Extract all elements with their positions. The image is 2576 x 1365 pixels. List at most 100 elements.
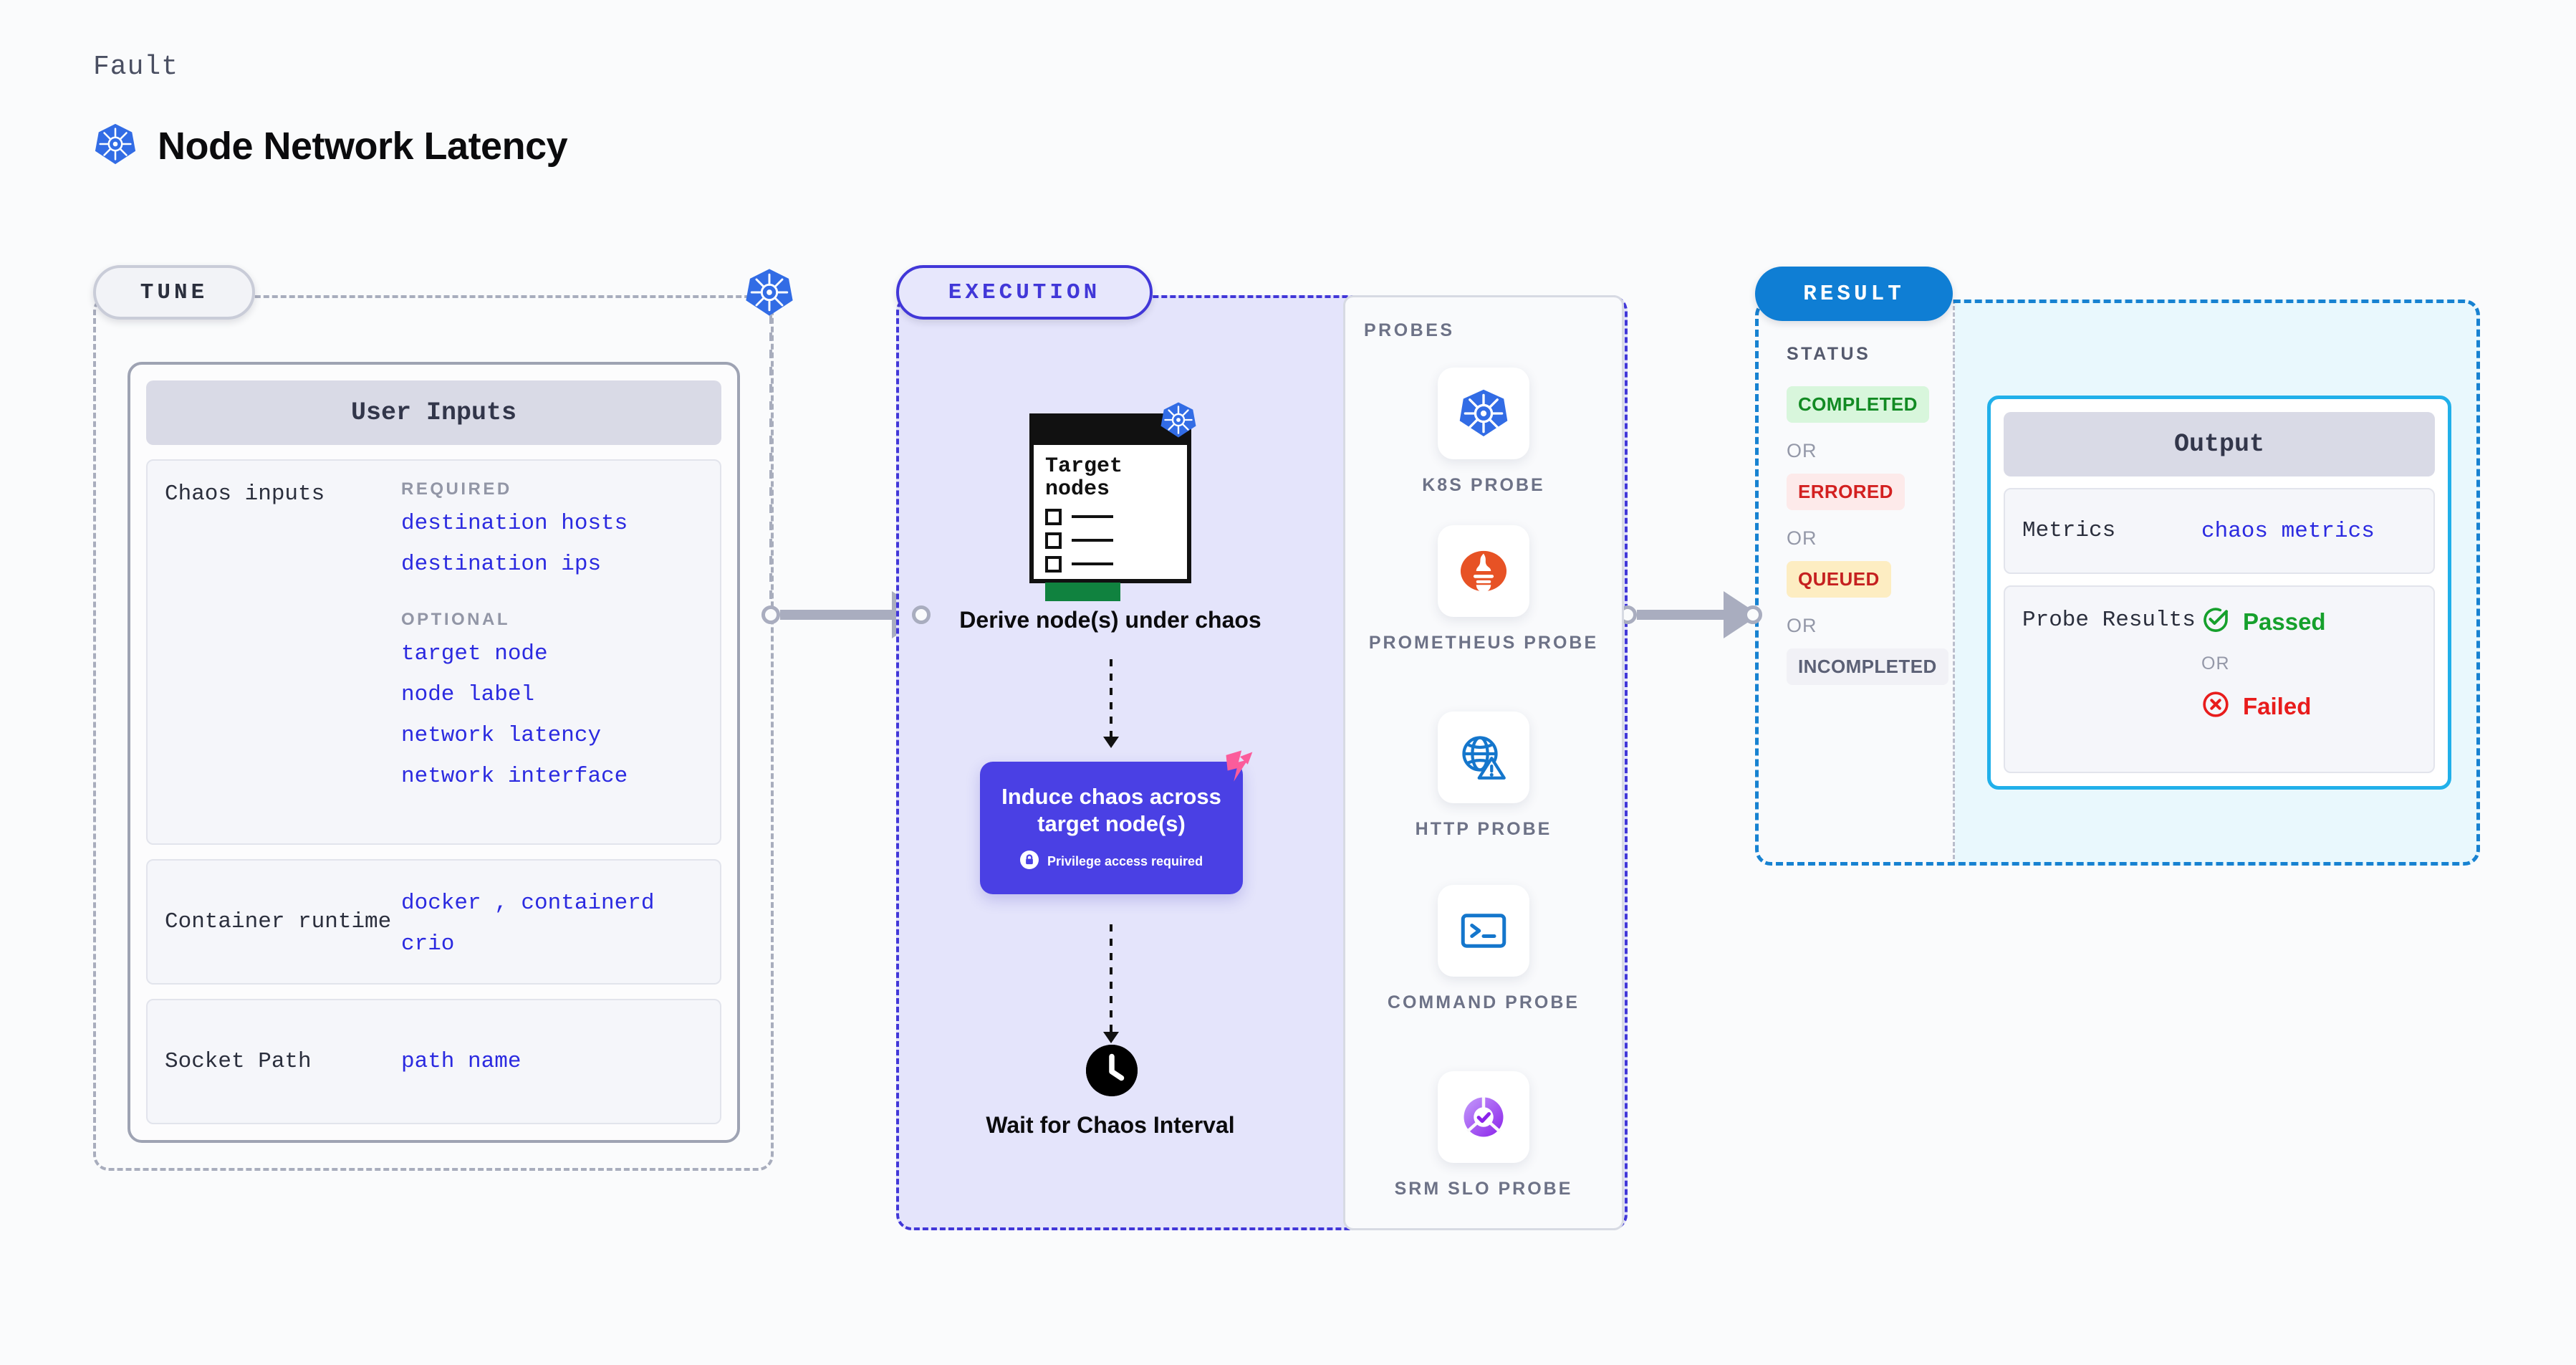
probe-srm-slo[interactable]: SRM SLO PROBE <box>1345 1071 1622 1202</box>
target-node-item <box>1045 508 1176 525</box>
privilege-access-note: Privilege access required <box>1019 850 1203 873</box>
kubernetes-icon <box>744 267 795 322</box>
result-section-boundary <box>1755 300 2480 866</box>
chaos-inputs-row: Chaos inputs REQUIRED destination hosts … <box>146 459 721 845</box>
socket-path-value[interactable]: path name <box>401 1049 522 1074</box>
harness-icon <box>1221 747 1259 788</box>
target-card-titlebar <box>1034 418 1187 445</box>
socket-path-key: Socket Path <box>165 1048 312 1074</box>
srm-slo-icon <box>1438 1071 1529 1163</box>
metrics-value[interactable]: chaos metrics <box>2201 518 2375 544</box>
target-node-item <box>1045 532 1176 549</box>
target-node-item <box>1045 555 1176 573</box>
arrow-line <box>1110 924 1112 1032</box>
user-inputs-card: User Inputs Chaos inputs REQUIRED destin… <box>128 362 740 1143</box>
probe-command[interactable]: COMMAND PROBE <box>1345 885 1622 1015</box>
connector-dot-start <box>761 605 780 624</box>
fault-eyebrow-label: Fault <box>93 52 179 82</box>
arrow-tip <box>1103 1032 1119 1043</box>
metrics-key: Metrics <box>2022 518 2116 544</box>
probe-command-label: COMMAND PROBE <box>1387 992 1580 1012</box>
connector-bar <box>1637 610 1726 620</box>
status-caption: STATUS <box>1787 344 1871 364</box>
page-title: Node Network Latency <box>158 124 568 168</box>
prometheus-icon <box>1438 525 1529 617</box>
kubernetes-icon <box>1438 368 1529 459</box>
induce-chaos-label: Induce chaos across target node(s) <box>1001 784 1221 836</box>
probe-http-label: HTTP PROBE <box>1415 819 1552 839</box>
status-badge-errored: ERRORED <box>1787 474 1905 510</box>
tune-section-boundary <box>93 295 774 1171</box>
placeholder-line <box>1072 515 1113 519</box>
flow-arrow-down <box>1103 659 1119 748</box>
output-title: Output <box>2004 412 2435 476</box>
connector-dot-end <box>1744 605 1762 624</box>
placeholder-line <box>1072 539 1113 542</box>
input-network-latency[interactable]: network latency <box>401 723 602 748</box>
probe-http[interactable]: HTTP PROBE <box>1345 712 1622 842</box>
input-node-label[interactable]: node label <box>401 682 535 707</box>
induce-chaos-step: Induce chaos across target node(s) Privi… <box>980 762 1243 894</box>
terminal-icon <box>1438 885 1529 977</box>
status-badge-incompleted: INCOMPLETED <box>1787 648 1948 685</box>
connector-dot-end <box>912 605 931 624</box>
kubernetes-icon <box>1159 401 1198 443</box>
probe-prometheus[interactable]: PROMETHEUS PROBE <box>1345 525 1622 656</box>
check-circle-icon <box>2201 605 2230 638</box>
or-separator: OR <box>2201 653 2230 674</box>
target-nodes-card: Target nodes <box>1029 413 1191 601</box>
flow-arrow-down <box>1103 924 1119 1043</box>
status-badge-queued: QUEUED <box>1787 561 1891 598</box>
chaos-inputs-key: Chaos inputs <box>165 482 325 507</box>
runtime-crio[interactable]: crio <box>401 931 455 957</box>
probes-caption: PROBES <box>1364 320 1455 340</box>
submit-bar-icon <box>1045 582 1120 601</box>
globe-warning-icon <box>1438 712 1529 803</box>
connector-bar <box>780 610 895 620</box>
probe-results-key: Probe Results <box>2022 608 2196 633</box>
probe-k8s[interactable]: K8S PROBE <box>1345 368 1622 498</box>
probe-results-row: Probe Results Passed OR <box>2004 585 2435 773</box>
tune-section-pill: TUNE <box>93 265 255 320</box>
result-section-pill: RESULT <box>1755 267 1953 321</box>
status-badge-completed: COMPLETED <box>1787 386 1929 423</box>
or-separator: OR <box>1787 615 1817 636</box>
arrow-tip <box>1103 737 1119 748</box>
arrow-line <box>1110 659 1112 737</box>
checkbox-icon <box>1045 508 1062 525</box>
privilege-access-text: Privilege access required <box>1047 853 1203 868</box>
input-target-node[interactable]: target node <box>401 641 548 666</box>
status-panel: STATUS COMPLETED OR ERRORED OR QUEUED OR… <box>1755 300 1955 866</box>
tune-k8s-connector-stem <box>769 315 772 609</box>
page-title-row: Node Network Latency <box>93 122 568 170</box>
probe-k8s-label: K8S PROBE <box>1422 475 1545 495</box>
input-network-interface[interactable]: network interface <box>401 764 628 789</box>
execution-section-pill: EXECUTION <box>896 265 1153 320</box>
probe-prometheus-label: PROMETHEUS PROBE <box>1368 633 1599 653</box>
checkbox-icon <box>1045 555 1062 573</box>
failed-label: Failed <box>2243 692 2312 719</box>
input-destination-hosts[interactable]: destination hosts <box>401 511 628 536</box>
passed-label: Passed <box>2243 608 2326 635</box>
container-runtime-row: Container runtime docker , containerd cr… <box>146 859 721 985</box>
kubernetes-icon <box>93 122 138 170</box>
probe-srm-slo-label: SRM SLO PROBE <box>1394 1179 1573 1199</box>
output-card: Output Metrics chaos metrics Probe Resul… <box>1987 396 2451 790</box>
probe-result-passed: Passed <box>2201 605 2326 638</box>
container-runtime-key: Container runtime <box>165 909 392 934</box>
socket-path-row: Socket Path path name <box>146 999 721 1124</box>
probe-result-failed: Failed <box>2201 690 2326 722</box>
metrics-row: Metrics chaos metrics <box>2004 488 2435 574</box>
user-inputs-title: User Inputs <box>146 380 721 445</box>
wait-chaos-interval-label: Wait for Chaos Interval <box>986 1112 1235 1138</box>
or-separator: OR <box>1787 440 1817 461</box>
required-label: REQUIRED <box>401 479 512 499</box>
connector-execution-to-result <box>1618 591 1762 638</box>
checkbox-icon <box>1045 532 1062 549</box>
lock-icon <box>1019 850 1039 873</box>
x-circle-icon <box>2201 690 2230 722</box>
input-destination-ips[interactable]: destination ips <box>401 552 602 577</box>
optional-label: OPTIONAL <box>401 610 510 629</box>
runtime-docker-containerd[interactable]: docker , containerd <box>401 890 655 916</box>
placeholder-line <box>1072 562 1113 566</box>
